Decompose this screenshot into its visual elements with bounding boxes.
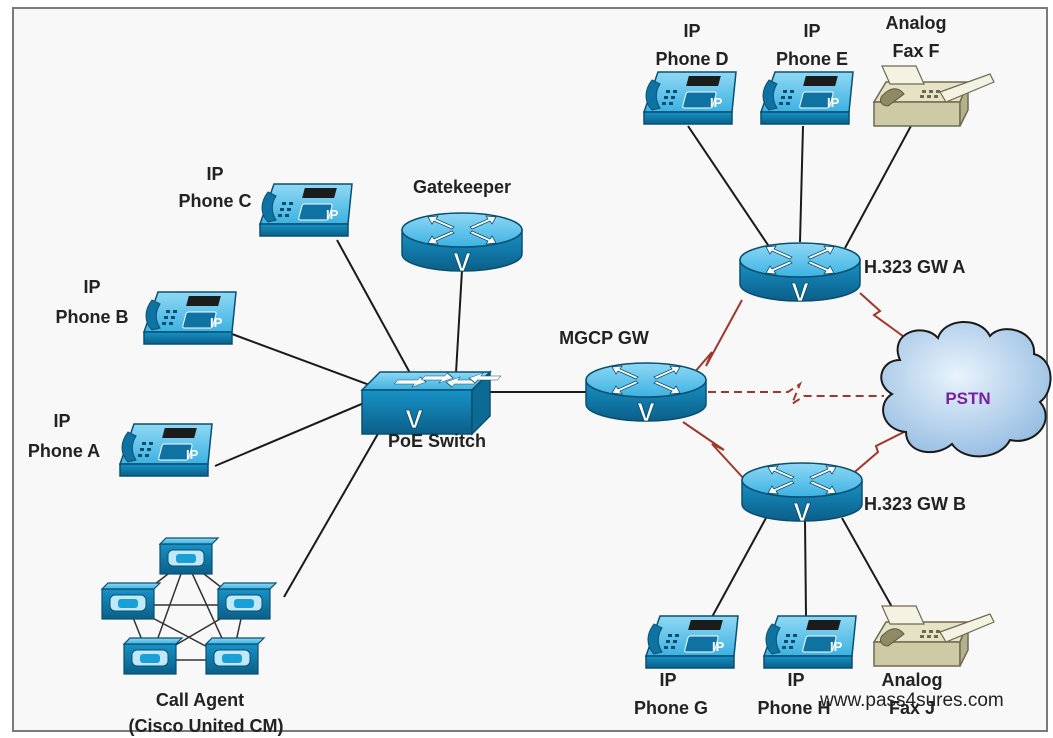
link-phone-e-gwa: [799, 125, 804, 243]
router-glyph: V: [793, 497, 811, 527]
diagram-frame: [12, 7, 1048, 732]
ip-phone-d: IP: [643, 71, 737, 125]
call-agent-cluster: [101, 537, 277, 675]
phone-b-label-line2: Phone B: [55, 307, 128, 327]
cloud-icon: [880, 321, 1052, 458]
phone-b-label-line1: IP: [83, 277, 100, 297]
ip-phone-h: IP: [763, 615, 857, 669]
link-gwa-pstn: [859, 292, 923, 351]
link-mgcp-pstn: [708, 381, 884, 407]
link-gwb-pstn: [849, 424, 919, 477]
mgcp-gw-router: V: [585, 362, 707, 427]
fax-icon: [873, 65, 995, 127]
call-agent-label-line2: (Cisco United CM): [129, 716, 284, 736]
fax-icon: [873, 605, 995, 667]
gw-b-router: V: [741, 462, 863, 527]
phone-g-label-line2: Phone G: [634, 698, 708, 718]
phone-a-label-line1: IP: [53, 411, 70, 431]
ip-phone-a: IP: [119, 423, 213, 477]
ip-phone-c: IP: [259, 183, 353, 237]
ip-phone-g: IP: [645, 615, 739, 669]
fax-j-label-line2: Fax J: [889, 698, 935, 718]
link-phone-a-switch: [214, 391, 391, 467]
phone-c-label-line2: Phone C: [178, 191, 251, 211]
link-mgcp-gwb: [682, 421, 746, 481]
ip-badge: IP: [710, 95, 723, 110]
link-phone-b-switch: [231, 333, 384, 391]
wan-links: [682, 292, 923, 481]
ip-badge: IP: [326, 207, 339, 222]
link-gwb-phone-h: [804, 519, 807, 617]
server-icon: [159, 537, 219, 575]
router-glyph: V: [791, 277, 809, 307]
fax-j-label-line1: Analog: [882, 670, 943, 690]
link-phone-c-switch: [336, 239, 411, 374]
gatekeeper-router: V: [401, 212, 523, 277]
watermark: www.pass4sures.com: [819, 690, 1004, 711]
pstn-cloud: PSTN: [880, 321, 1052, 458]
fax-f-label-line1: Analog: [886, 13, 947, 33]
ip-badge: IP: [830, 639, 843, 654]
link-switch-callagent: [283, 424, 384, 598]
link-fax-f-gwa: [844, 123, 913, 249]
ip-badge: IP: [712, 639, 725, 654]
call-agent-label-line1: Call Agent: [156, 690, 244, 710]
link-gwb-phone-g: [705, 517, 767, 629]
ip-badge: IP: [186, 447, 199, 462]
server-icon: [217, 582, 277, 620]
pstn-label: PSTN: [945, 389, 990, 408]
ip-badge: IP: [210, 315, 223, 330]
analog-fax-j: [873, 605, 995, 667]
server-icon: [101, 582, 161, 620]
phone-d-label-line1: IP: [683, 21, 700, 41]
analog-fax-f: [873, 65, 995, 127]
switch-icon: [361, 371, 505, 435]
mgcp-gw-label: MGCP GW: [559, 328, 649, 348]
phone-e-label-line2: Phone E: [776, 49, 848, 69]
link-phone-d-gwa: [687, 125, 771, 249]
router-glyph: V: [637, 397, 655, 427]
gatekeeper-label: Gatekeeper: [413, 177, 511, 197]
phone-h-label-line1: IP: [787, 670, 804, 690]
ip-phone-b: IP: [143, 291, 237, 345]
switch-glyph: V: [405, 404, 423, 434]
phone-e-label-line1: IP: [803, 21, 820, 41]
phone-d-label-line2: Phone D: [655, 49, 728, 69]
phone-c-label-line1: IP: [206, 164, 223, 184]
gw-b-label: H.323 GW B: [864, 494, 966, 514]
link-gatekeeper-switch: [455, 269, 463, 374]
lan-links: [214, 123, 913, 633]
server-icon: [205, 637, 265, 675]
phone-g-label-line1: IP: [659, 670, 676, 690]
phone-h-label-line2: Phone H: [757, 698, 830, 718]
server-icon: [123, 637, 183, 675]
ip-phone-e: IP: [760, 71, 854, 125]
link-mgcp-gwa: [687, 299, 743, 381]
gw-a-router: V: [739, 242, 861, 307]
fax-f-label-line2: Fax F: [892, 41, 939, 61]
poe-switch-label: PoE Switch: [388, 431, 486, 451]
poe-switch: V: [361, 371, 505, 435]
phone-a-label-line2: Phone A: [28, 441, 100, 461]
ip-badge: IP: [827, 95, 840, 110]
gw-a-label: H.323 GW A: [864, 257, 965, 277]
router-glyph: V: [453, 247, 471, 277]
